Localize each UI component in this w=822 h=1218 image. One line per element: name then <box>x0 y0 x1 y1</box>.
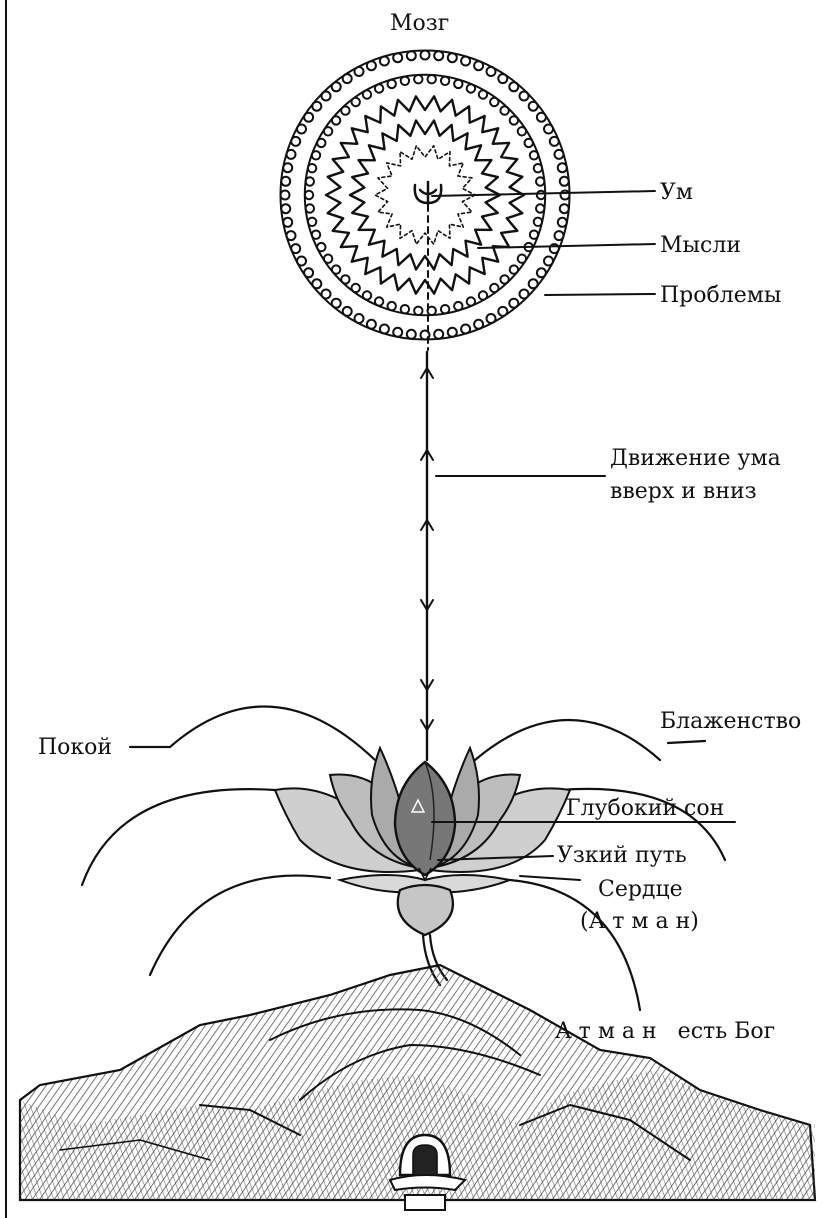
label-deep-sleep: Глубокий сон <box>566 796 724 821</box>
label-mind: Ум <box>660 180 693 205</box>
label-thoughts: Мысли <box>660 233 741 258</box>
problem-loop <box>561 191 570 200</box>
lotus-flower <box>275 748 570 985</box>
heart-leader-line <box>520 876 580 880</box>
problem-loop <box>281 191 290 200</box>
label-movement-line2: вверх и вниз <box>610 479 757 504</box>
label-movement-line1: Движение ума <box>610 446 781 471</box>
problem-loop <box>414 307 422 315</box>
mind-symbol-icon <box>415 182 441 204</box>
label-peace: Покой <box>38 735 112 760</box>
problem-loop <box>560 204 569 213</box>
label-atman-is-god: А т м а н есть Бог <box>555 1019 775 1044</box>
mind-movement-axis <box>421 352 433 760</box>
problem-loop <box>428 75 436 83</box>
label-bliss: Блаженство <box>660 709 801 734</box>
label-heart-line1: Сердце <box>598 877 683 902</box>
problem-loop <box>407 51 416 60</box>
problem-loop <box>305 191 313 199</box>
problem-loop <box>414 75 422 83</box>
label-brain: Мозг <box>390 11 449 36</box>
label-narrow-path: Узкий путь <box>557 843 687 868</box>
label-heart-line2: (А т м а н) <box>580 909 699 934</box>
problem-loop <box>407 330 416 339</box>
problem-loop <box>537 191 545 199</box>
brain-circle <box>281 51 570 351</box>
label-problems: Проблемы <box>660 283 781 308</box>
problem-loop <box>281 204 290 213</box>
problem-loop <box>560 177 569 186</box>
problem-loop <box>281 177 290 186</box>
mountains <box>20 965 815 1210</box>
problem-loop <box>434 330 443 339</box>
problems-outer-ring <box>281 51 570 340</box>
problems-leader-line <box>545 294 655 295</box>
problem-ring-edge <box>281 51 570 340</box>
problem-loop <box>421 51 430 60</box>
problem-loop <box>434 51 443 60</box>
